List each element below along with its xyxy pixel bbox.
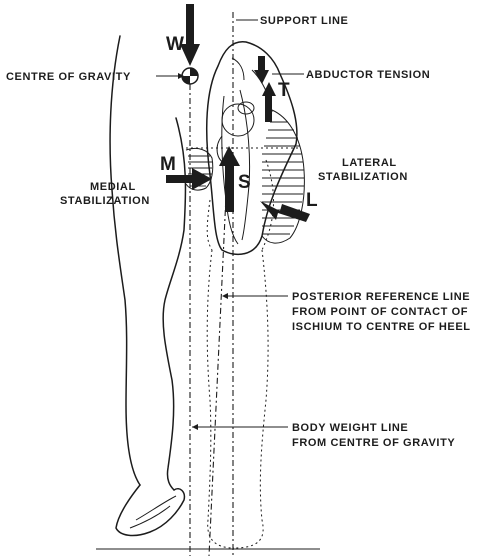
- label-abductor-tension: ABDUCTOR TENSION: [306, 69, 430, 81]
- posterior-ref-leader-tip: [222, 293, 228, 299]
- label-body-weight-2: FROM CENTRE OF GRAVITY: [292, 437, 455, 449]
- force-letter-l: L: [306, 190, 318, 211]
- centre-of-gravity-symbol: [182, 68, 198, 84]
- label-medial-stabilization-1: MEDIAL: [90, 181, 136, 193]
- body-weight-leader-tip: [192, 424, 198, 430]
- label-centre-of-gravity: CENTRE OF GRAVITY: [6, 71, 131, 83]
- swing-leg-outline: [110, 36, 185, 535]
- force-letter-m: M: [160, 154, 176, 175]
- label-posterior-ref-3: ISCHIUM TO CENTRE OF HEEL: [292, 321, 471, 333]
- label-support-line: SUPPORT LINE: [260, 15, 349, 27]
- lateral-stabilization-hatch: [262, 110, 304, 243]
- force-letter-s: S: [238, 172, 251, 193]
- label-body-weight-1: BODY WEIGHT LINE: [292, 422, 408, 434]
- label-posterior-ref-1: POSTERIOR REFERENCE LINE: [292, 291, 470, 303]
- label-posterior-ref-2: FROM POINT OF CONTACT OF: [292, 306, 468, 318]
- force-letter-w: W: [166, 34, 184, 55]
- label-lateral-stabilization-1: LATERAL: [342, 157, 397, 169]
- label-medial-stabilization-2: STABILIZATION: [60, 195, 150, 207]
- label-lateral-stabilization-2: STABILIZATION: [318, 171, 408, 183]
- force-letter-t: T: [278, 80, 290, 101]
